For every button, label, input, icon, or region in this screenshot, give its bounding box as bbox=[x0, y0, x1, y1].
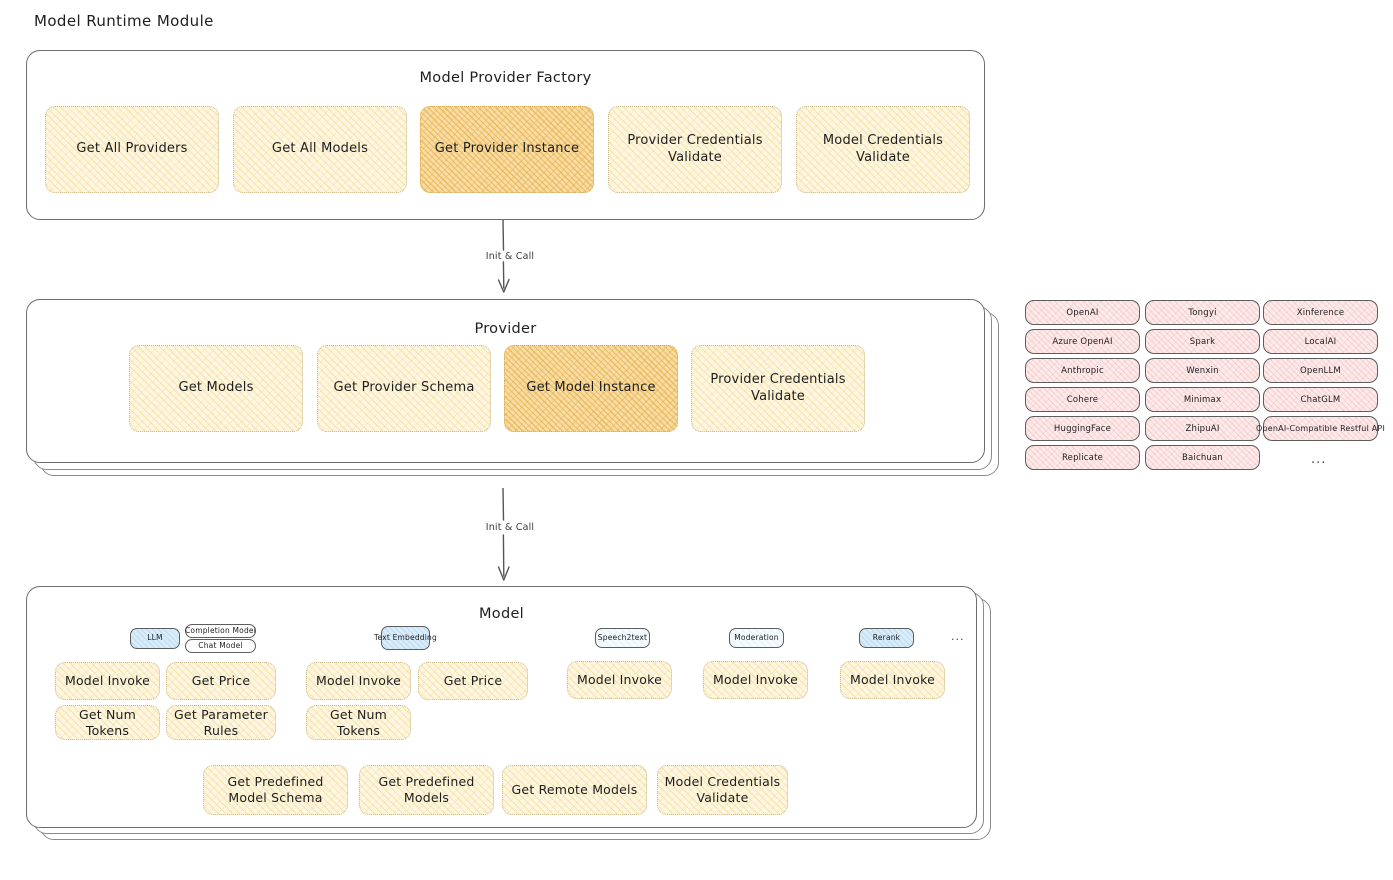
llm-node-get-price[interactable]: Get Price bbox=[166, 662, 276, 700]
llm-node-get-parameter-rules[interactable]: Get Parameter Rules bbox=[166, 705, 276, 740]
provider-chip-cohere[interactable]: Cohere bbox=[1025, 387, 1140, 412]
provider-node-get-models[interactable]: Get Models bbox=[129, 345, 303, 432]
model-type-badge-text-embedding[interactable]: Text Embedding bbox=[374, 626, 437, 650]
model-subtype-badge-chat-model[interactable]: Chat Model bbox=[185, 639, 256, 653]
provider-node-get-model-instance[interactable]: Get Model Instance bbox=[504, 345, 678, 432]
model-type-badge-moderation[interactable]: Moderation bbox=[729, 628, 784, 648]
factory-node-get-all-models[interactable]: Get All Models bbox=[233, 106, 407, 193]
provider-chip-openllm[interactable]: OpenLLM bbox=[1263, 358, 1378, 383]
provider-chip-zhipuai[interactable]: ZhipuAI bbox=[1145, 416, 1260, 441]
model-type-badge-speech2text[interactable]: Speech2text bbox=[595, 628, 650, 648]
model-subtype-badge-completion-model[interactable]: Completion Model bbox=[185, 624, 256, 638]
text-embedding-node-model-invoke[interactable]: Model Invoke bbox=[306, 662, 411, 700]
provider-chip-azure-openai[interactable]: Azure OpenAI bbox=[1025, 329, 1140, 354]
provider-chip-minimax[interactable]: Minimax bbox=[1145, 387, 1260, 412]
speech2text-node-model-invoke[interactable]: Model Invoke bbox=[567, 661, 672, 699]
model-title: Model bbox=[478, 606, 525, 622]
provider-list-ellipsis: ... bbox=[1311, 452, 1327, 467]
provider-chip-tongyi[interactable]: Tongyi bbox=[1145, 300, 1260, 325]
model-node-model-credentials-validate[interactable]: Model Credentials Validate bbox=[657, 765, 788, 815]
llm-node-get-num-tokens[interactable]: Get Num Tokens bbox=[55, 705, 160, 740]
factory-node-model-credentials-validate[interactable]: Model Credentials Validate bbox=[796, 106, 970, 193]
provider-chip-replicate[interactable]: Replicate bbox=[1025, 445, 1140, 470]
provider-chip-spark[interactable]: Spark bbox=[1145, 329, 1260, 354]
model-node-get-remote-models[interactable]: Get Remote Models bbox=[502, 765, 647, 815]
model-types-ellipsis: ... bbox=[951, 630, 965, 643]
model-group: Model bbox=[26, 586, 977, 828]
provider-node-provider-credentials-validate[interactable]: Provider Credentials Validate bbox=[691, 345, 865, 432]
factory-node-provider-credentials-validate[interactable]: Provider Credentials Validate bbox=[608, 106, 782, 193]
arrow-down-icon bbox=[497, 219, 510, 293]
provider-chip-baichuan[interactable]: Baichuan bbox=[1145, 445, 1260, 470]
rerank-node-model-invoke[interactable]: Model Invoke bbox=[840, 661, 945, 699]
text-embedding-node-get-price[interactable]: Get Price bbox=[418, 662, 528, 700]
factory-node-get-provider-instance[interactable]: Get Provider Instance bbox=[420, 106, 594, 193]
arrow-label-init-call-1: Init & Call bbox=[485, 251, 535, 262]
arrow-provider-to-model: Init & Call bbox=[460, 487, 570, 588]
arrow-down-icon bbox=[497, 487, 510, 581]
moderation-node-model-invoke[interactable]: Model Invoke bbox=[703, 661, 808, 699]
model-node-get-predefined-model-schema[interactable]: Get Predefined Model Schema bbox=[203, 765, 348, 815]
provider-chip-wenxin[interactable]: Wenxin bbox=[1145, 358, 1260, 383]
llm-node-model-invoke[interactable]: Model Invoke bbox=[55, 662, 160, 700]
factory-node-get-all-providers[interactable]: Get All Providers bbox=[45, 106, 219, 193]
arrow-factory-to-provider: Init & Call bbox=[460, 219, 570, 300]
provider-chip-openai[interactable]: OpenAI bbox=[1025, 300, 1140, 325]
provider-chip-anthropic[interactable]: Anthropic bbox=[1025, 358, 1140, 383]
arrow-label-init-call-2: Init & Call bbox=[485, 522, 535, 533]
provider-chip-localai[interactable]: LocalAI bbox=[1263, 329, 1378, 354]
provider-chip-huggingface[interactable]: HuggingFace bbox=[1025, 416, 1140, 441]
text-embedding-node-get-num-tokens[interactable]: Get Num Tokens bbox=[306, 705, 411, 740]
model-type-badge-llm[interactable]: LLM bbox=[130, 628, 180, 649]
provider-chip-xinference[interactable]: Xinference bbox=[1263, 300, 1378, 325]
page-title: Model Runtime Module bbox=[34, 12, 214, 30]
model-provider-factory-title: Model Provider Factory bbox=[419, 70, 592, 86]
provider-title: Provider bbox=[474, 321, 537, 337]
model-node-get-predefined-models[interactable]: Get Predefined Models bbox=[359, 765, 494, 815]
model-type-badge-rerank[interactable]: Rerank bbox=[859, 628, 914, 648]
provider-chip-openai-compatible-restful-api[interactable]: OpenAI-Compatible Restful API bbox=[1256, 416, 1385, 441]
provider-node-get-provider-schema[interactable]: Get Provider Schema bbox=[317, 345, 491, 432]
provider-chip-chatglm[interactable]: ChatGLM bbox=[1263, 387, 1378, 412]
